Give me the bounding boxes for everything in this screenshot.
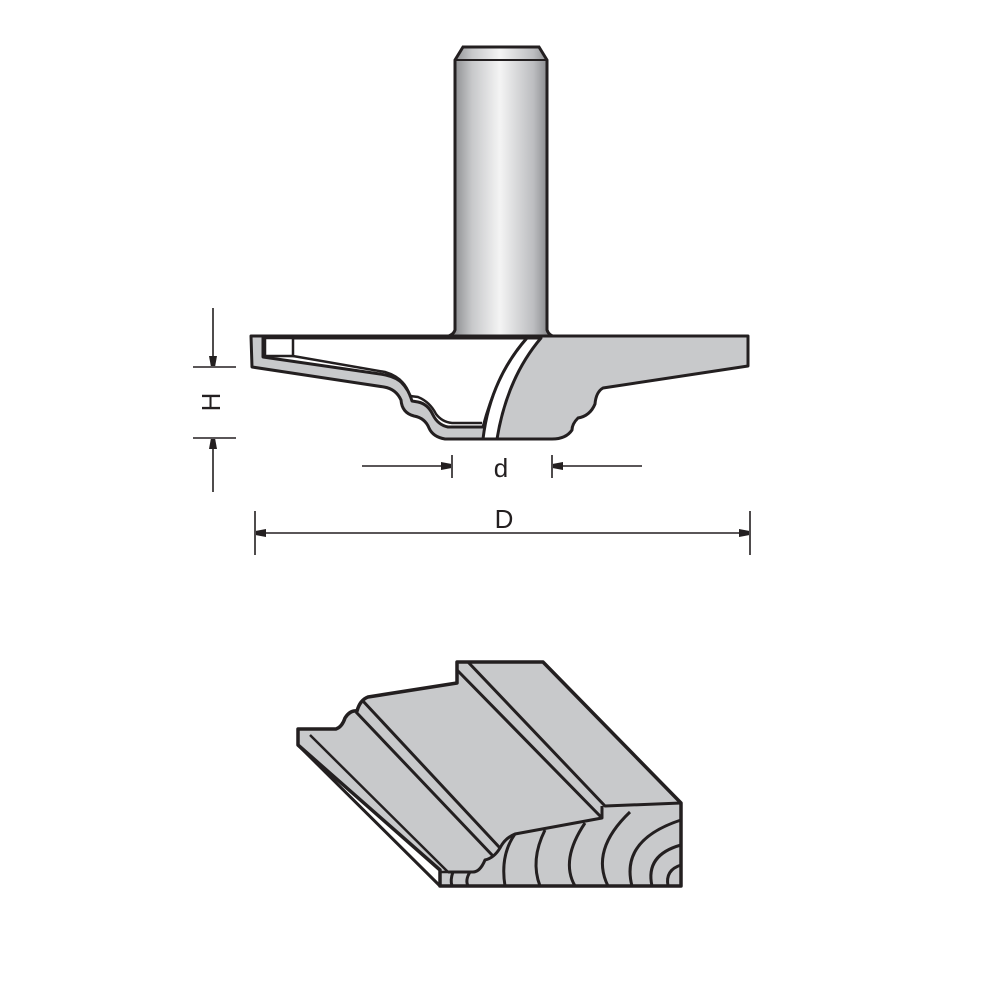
dimension-d (362, 455, 642, 478)
wood-grain (449, 810, 682, 887)
label-bore-diameter: d (494, 453, 508, 483)
label-cut-diameter: D (495, 504, 514, 534)
cutter-body (249, 334, 750, 441)
shank (443, 45, 557, 339)
label-height: H (196, 393, 226, 412)
dimension-h (193, 308, 236, 492)
dimension-D (254, 511, 751, 555)
wood-profile (296, 660, 683, 888)
chip-slot (263, 336, 295, 358)
